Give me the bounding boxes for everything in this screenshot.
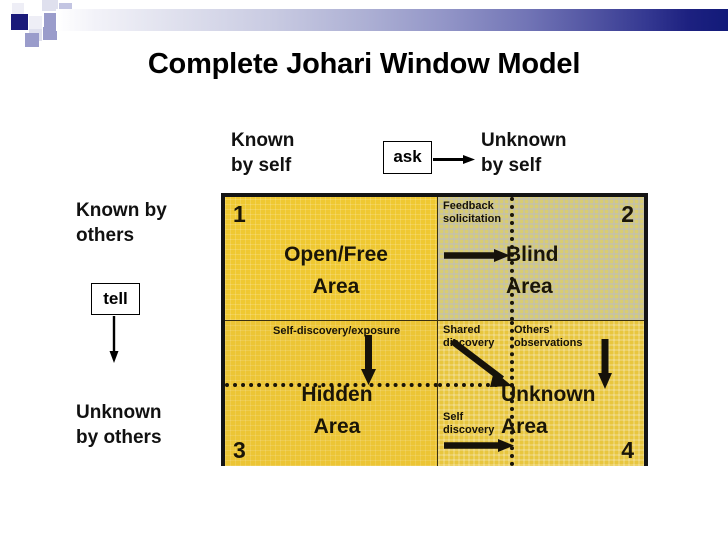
annotation-self-discovery-exposure: Self-discovery/exposure bbox=[273, 325, 401, 337]
deco-square bbox=[42, 0, 58, 11]
dotted-divider-vertical bbox=[510, 197, 514, 320]
deco-square bbox=[44, 13, 58, 27]
quadrant-open-free-area: 1 Open/Free Area bbox=[225, 197, 438, 321]
deco-square bbox=[12, 3, 24, 15]
annotation-self-discovery: Self discovery bbox=[443, 411, 495, 436]
dotted-divider-horizontal bbox=[225, 383, 437, 387]
quadrant-number: 2 bbox=[621, 201, 634, 227]
quadrant-title: Blind Area bbox=[506, 243, 559, 298]
quadrant-unknown-area: Shared discovery Others' observations Se… bbox=[438, 321, 644, 466]
self-discovery-arrow-icon bbox=[444, 439, 514, 452]
axis-label-unknown-by-self: Unknown by self bbox=[481, 130, 567, 176]
header-gradient-bar bbox=[56, 9, 728, 31]
self-discovery-arrow-icon bbox=[361, 335, 376, 385]
ask-arrow-icon bbox=[433, 155, 475, 164]
deco-square bbox=[29, 16, 42, 29]
axis-label-known-by-self: Known by self bbox=[231, 130, 295, 176]
quadrant-blind-area: Feedback solicitation 2 Blind Area bbox=[438, 197, 644, 321]
ask-label-box: ask bbox=[383, 141, 432, 174]
dotted-divider-vertical bbox=[510, 321, 514, 466]
shared-discovery-arrow-icon bbox=[450, 339, 512, 387]
header-decoration bbox=[0, 0, 728, 47]
axis-label-unknown-by-others: Unknown by others bbox=[76, 402, 162, 448]
quadrant-number: 3 bbox=[233, 437, 246, 463]
dotted-divider-horizontal bbox=[438, 383, 514, 387]
others-observations-arrow-icon bbox=[598, 339, 612, 389]
deco-square bbox=[11, 14, 28, 30]
quadrant-title: Open/Free Area bbox=[284, 243, 388, 298]
deco-square bbox=[43, 27, 57, 40]
quadrant-title: Hidden Area bbox=[301, 383, 373, 438]
quadrant-number: 4 bbox=[621, 437, 634, 463]
tell-arrow-icon bbox=[109, 316, 119, 363]
page-title: Complete Johari Window Model bbox=[147, 48, 581, 80]
annotation-others-observations: Others' observations bbox=[514, 324, 583, 349]
quadrant-number: 1 bbox=[233, 201, 246, 227]
axis-label-known-by-others: Known by others bbox=[76, 200, 167, 246]
deco-square bbox=[59, 3, 72, 12]
quadrant-hidden-area: Self-discovery/exposure 3 Hidden Area bbox=[225, 321, 438, 466]
quadrant-title: Unknown Area bbox=[501, 383, 596, 438]
johari-window-grid: 1 Open/Free Area Feedback solicitation 2… bbox=[221, 193, 648, 466]
tell-label-box: tell bbox=[91, 283, 140, 315]
feedback-arrow-icon bbox=[444, 249, 510, 262]
deco-square bbox=[25, 33, 39, 47]
annotation-feedback-solicitation: Feedback solicitation bbox=[443, 200, 502, 225]
